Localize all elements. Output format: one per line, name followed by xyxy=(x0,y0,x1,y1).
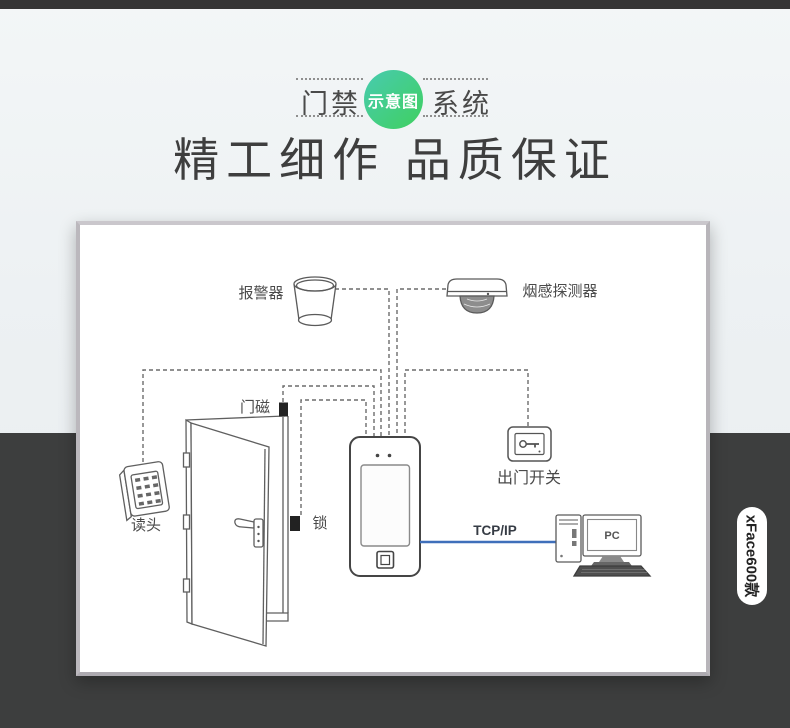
lock-label: 锁 xyxy=(312,515,327,532)
reader-icon xyxy=(118,461,170,522)
wire-lock xyxy=(300,399,367,515)
wire-door-magnet xyxy=(282,385,375,436)
exit-switch-icon xyxy=(507,426,552,462)
pc-icon xyxy=(555,514,652,577)
tcpip-label: TCP/IP xyxy=(473,523,517,538)
model-tag-pill: xFace600款 xyxy=(737,507,767,605)
badge-text-right: 系统 xyxy=(432,89,492,119)
wire-smoke-detector xyxy=(396,288,446,436)
badge-circle: 示意图 xyxy=(364,70,423,129)
badge-circle-label: 示意图 xyxy=(367,93,419,111)
face-terminal-icon xyxy=(349,436,421,577)
pc-label: PC xyxy=(604,530,619,542)
dotted-line-top-right xyxy=(423,78,488,80)
smoke-detector-label: 烟感探测器 xyxy=(522,283,597,300)
reader-label: 读头 xyxy=(131,517,161,534)
wire-reader xyxy=(142,369,382,462)
access-control-schematic: 报警器 烟感探测器 门磁 锁 读头 出门开关 TCP/IP PC xyxy=(118,276,652,647)
smoke-detector-icon xyxy=(446,278,508,314)
alarm-icon xyxy=(293,276,337,327)
badge-text-left: 门禁 xyxy=(301,89,361,119)
door-magnet-icon xyxy=(279,402,288,417)
page-title: 精工细作 品质保证 xyxy=(173,134,617,186)
schematic-frame: 报警器 烟感探测器 门磁 锁 读头 出门开关 TCP/IP PC xyxy=(76,221,710,676)
dotted-line-bottom-right xyxy=(423,115,488,117)
wire-alarm xyxy=(335,288,390,436)
dotted-line-bottom-left xyxy=(296,115,363,117)
exit-switch-label: 出门开关 xyxy=(497,469,561,487)
wire-exit-switch xyxy=(404,369,529,436)
door-magnet-label: 门磁 xyxy=(240,399,270,416)
door-icon xyxy=(182,415,289,647)
door-handle-icon xyxy=(234,518,255,529)
top-bar xyxy=(0,0,790,9)
alarm-label: 报警器 xyxy=(238,285,283,302)
dotted-line-top-left xyxy=(296,78,363,80)
model-tag-text: xFace600款 xyxy=(742,514,760,598)
lock-icon xyxy=(290,516,300,531)
